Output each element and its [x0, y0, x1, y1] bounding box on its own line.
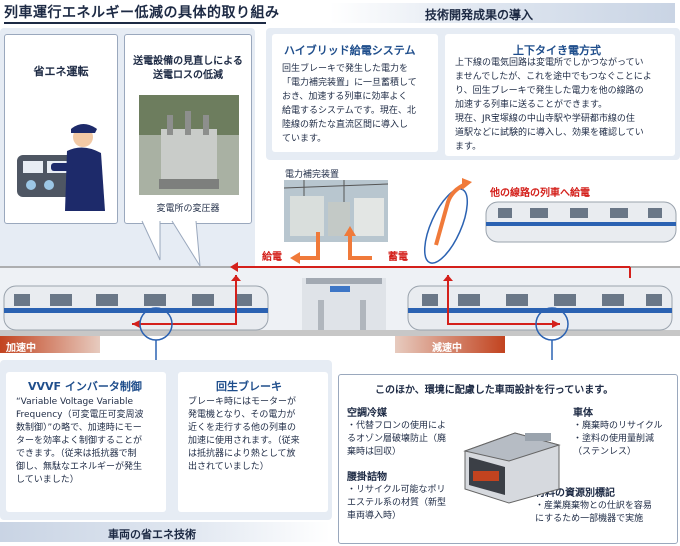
vvvf-body: “Variable Voltage Variable Frequency（可変電…	[16, 396, 144, 487]
uplink-line: り、回生ブレーキで発生した電力を他の線路の	[455, 86, 644, 96]
regen-title: 回生ブレーキ	[216, 380, 282, 393]
bubble-tails	[141, 220, 201, 267]
hybrid-box: ハイブリッド給電システム 回生ブレーキで発生した電力を 「電力補完装置」に一旦蓄…	[272, 34, 438, 152]
hybrid-line: 「電力補完装置」に一旦蓄積して	[282, 78, 417, 88]
footer-label: 車両の省エネ技術	[108, 528, 196, 541]
transformer-photo	[139, 95, 239, 195]
regen-body: ブレーキ時にはモーターが 発電機となり、その電力が 近くを走行する他の列車の 加…	[188, 396, 300, 474]
eco-design-box: このほか、環境に配慮した車両設計を行っています。 空調冷媒 ・代替フロンの使用に…	[338, 374, 678, 544]
floor-line: エステル系の材質（新型	[347, 498, 447, 508]
vvvf-box: VVVF インバータ制御 “Variable Voltage Variable …	[6, 372, 166, 512]
uplink-line: 現在、JR宝塚線の中山寺駅や学研都市線の住	[455, 114, 635, 124]
uplink-line: 道駅などに試験的に導入し、効果を確認してい	[455, 128, 644, 138]
uplink-line: ませんでしたが、これを途中でもつなぐことによ	[455, 72, 652, 82]
regen-line: 近くを走行する他の列車の	[188, 423, 297, 433]
substation-caption: 変電所の変圧器	[156, 204, 220, 214]
train-diagram	[0, 178, 680, 360]
uplink-line: 上下線の電気回路は変電所でしかつながってい	[455, 58, 644, 68]
driver-illustration	[17, 124, 105, 211]
decel-band	[395, 336, 505, 353]
body-line: ・塗料の使用量削減	[573, 434, 655, 444]
uplink-body: 上下線の電気回路は変電所でしかつながってい ませんでしたが、これを途中でもつなぐ…	[455, 56, 652, 154]
aircon-line: るオゾン層破壊防止（廃	[347, 434, 447, 444]
regen-line: 加速に使用されます。（従来	[188, 436, 300, 446]
substation-box: 送電設備の見直しによる 送電ロスの低減 変電所の変圧器	[124, 34, 252, 224]
compensator-photo	[284, 180, 388, 242]
regen-line: 出されていました）	[188, 462, 269, 472]
vvvf-line: できます。（従来は抵抗器で制	[16, 449, 137, 459]
aircon-title: 空調冷媒	[347, 408, 387, 419]
vvvf-title: VVVF インバータ制御	[28, 380, 142, 393]
regen-line: ブレーキ時にはモーターが	[188, 397, 297, 407]
uplink-title: 上下タイき電方式	[513, 44, 601, 57]
section-band	[330, 3, 675, 23]
body-line: （ステンレス）	[573, 447, 637, 457]
compensator-caption: 電力補完装置	[285, 170, 340, 180]
material-title: 材料の資源別標記	[535, 488, 615, 499]
hybrid-body: 回生ブレーキで発生した電力を 「電力補完装置」に一旦蓄積して おき、加速する列車…	[282, 62, 417, 146]
floor-line: 車両導入時）	[347, 511, 402, 521]
substation-title-2: 送電ロスの低減	[153, 70, 223, 81]
hybrid-line: 給電するシステムです。現在、北	[282, 106, 416, 116]
accel-band	[0, 336, 100, 353]
aircon-line: ・代替フロンの使用によ	[347, 421, 447, 431]
uplink-box: 上下タイき電方式 上下線の電気回路は変電所でしかつながってい ませんでしたが、こ…	[445, 34, 675, 156]
uplink-line: ます。	[455, 142, 482, 152]
material-line: ・産業廃棄物との仕訳を容易	[535, 501, 652, 511]
vvvf-line: していました）	[16, 475, 79, 485]
title-underline	[4, 22, 266, 24]
section-title: 技術開発成果の導入	[425, 8, 534, 22]
hybrid-title: ハイブリッド給電システム	[284, 44, 416, 57]
body-line: ・廃棄時のリサイクル	[573, 421, 663, 431]
vvvf-line: “Variable Voltage Variable	[16, 397, 134, 407]
hybrid-line: 回生ブレーキで発生した電力を	[282, 64, 409, 74]
hybrid-line: 陸線の新たな直流区間に導入し	[282, 120, 409, 130]
accel-label: 加速中	[6, 343, 36, 354]
other-line-label: 他の線路の列車へ給電	[490, 188, 590, 199]
vvvf-line: 数制御）”の略で、加速時にモー	[16, 423, 142, 433]
aircon-block: 空調冷媒 ・代替フロンの使用によ るオゾン層破壊防止（廃 棄時は回収）	[347, 407, 446, 459]
footer-band	[0, 522, 330, 542]
floor-block: 腰掛詰物 ・リサイクル可能なポリ エステル系の材質（新型 車両導入時）	[347, 471, 446, 523]
feed-label: 給電	[262, 252, 282, 263]
eco-driving-box: 省エネ運転	[4, 34, 118, 224]
hybrid-line: ています。	[282, 134, 327, 144]
uplink-line: 加速する列車に送ることができます。	[455, 100, 608, 110]
eco-driving-title: 省エネ運転	[33, 65, 89, 78]
vvvf-line: Frequency（可変電圧可変周波	[16, 410, 144, 420]
vvvf-line: ターを効率よく制御することが	[16, 436, 143, 446]
floor-title: 腰掛詰物	[347, 472, 387, 483]
body-block: 車体 ・廃棄時のリサイクル ・塗料の使用量削減 （ステンレス）	[573, 407, 663, 459]
eco-design-title: このほか、環境に配慮した車両設計を行っています。	[375, 385, 614, 396]
aircon-line: 棄時は回収）	[347, 447, 402, 457]
regen-line: 発電機となり、その電力が	[188, 410, 296, 420]
car-cutaway-illustration	[463, 432, 561, 504]
decel-label: 減速中	[432, 343, 462, 354]
substation-title-1: 送電設備の見直しによる	[133, 56, 243, 67]
page-title: 列車運行エネルギー低減の具体的取り組み	[4, 5, 280, 21]
floor-line: ・リサイクル可能なポリ	[347, 485, 446, 495]
material-line: にするため一部機器で実施	[535, 514, 644, 524]
vvvf-line: 御し、無駄なエネルギーが発生	[16, 462, 143, 472]
body-title: 車体	[573, 408, 593, 419]
store-label: 蓄電	[388, 252, 408, 263]
material-block: 材料の資源別標記 ・産業廃棄物との仕訳を容易 にするため一部機器で実施	[535, 487, 652, 526]
regen-line: は抵抗器により熱として放	[188, 449, 296, 459]
hybrid-line: おき、加速する列車に効率よく	[282, 92, 408, 102]
regen-box: 回生ブレーキ ブレーキ時にはモーターが 発電機となり、その電力が 近くを走行する…	[178, 372, 328, 512]
